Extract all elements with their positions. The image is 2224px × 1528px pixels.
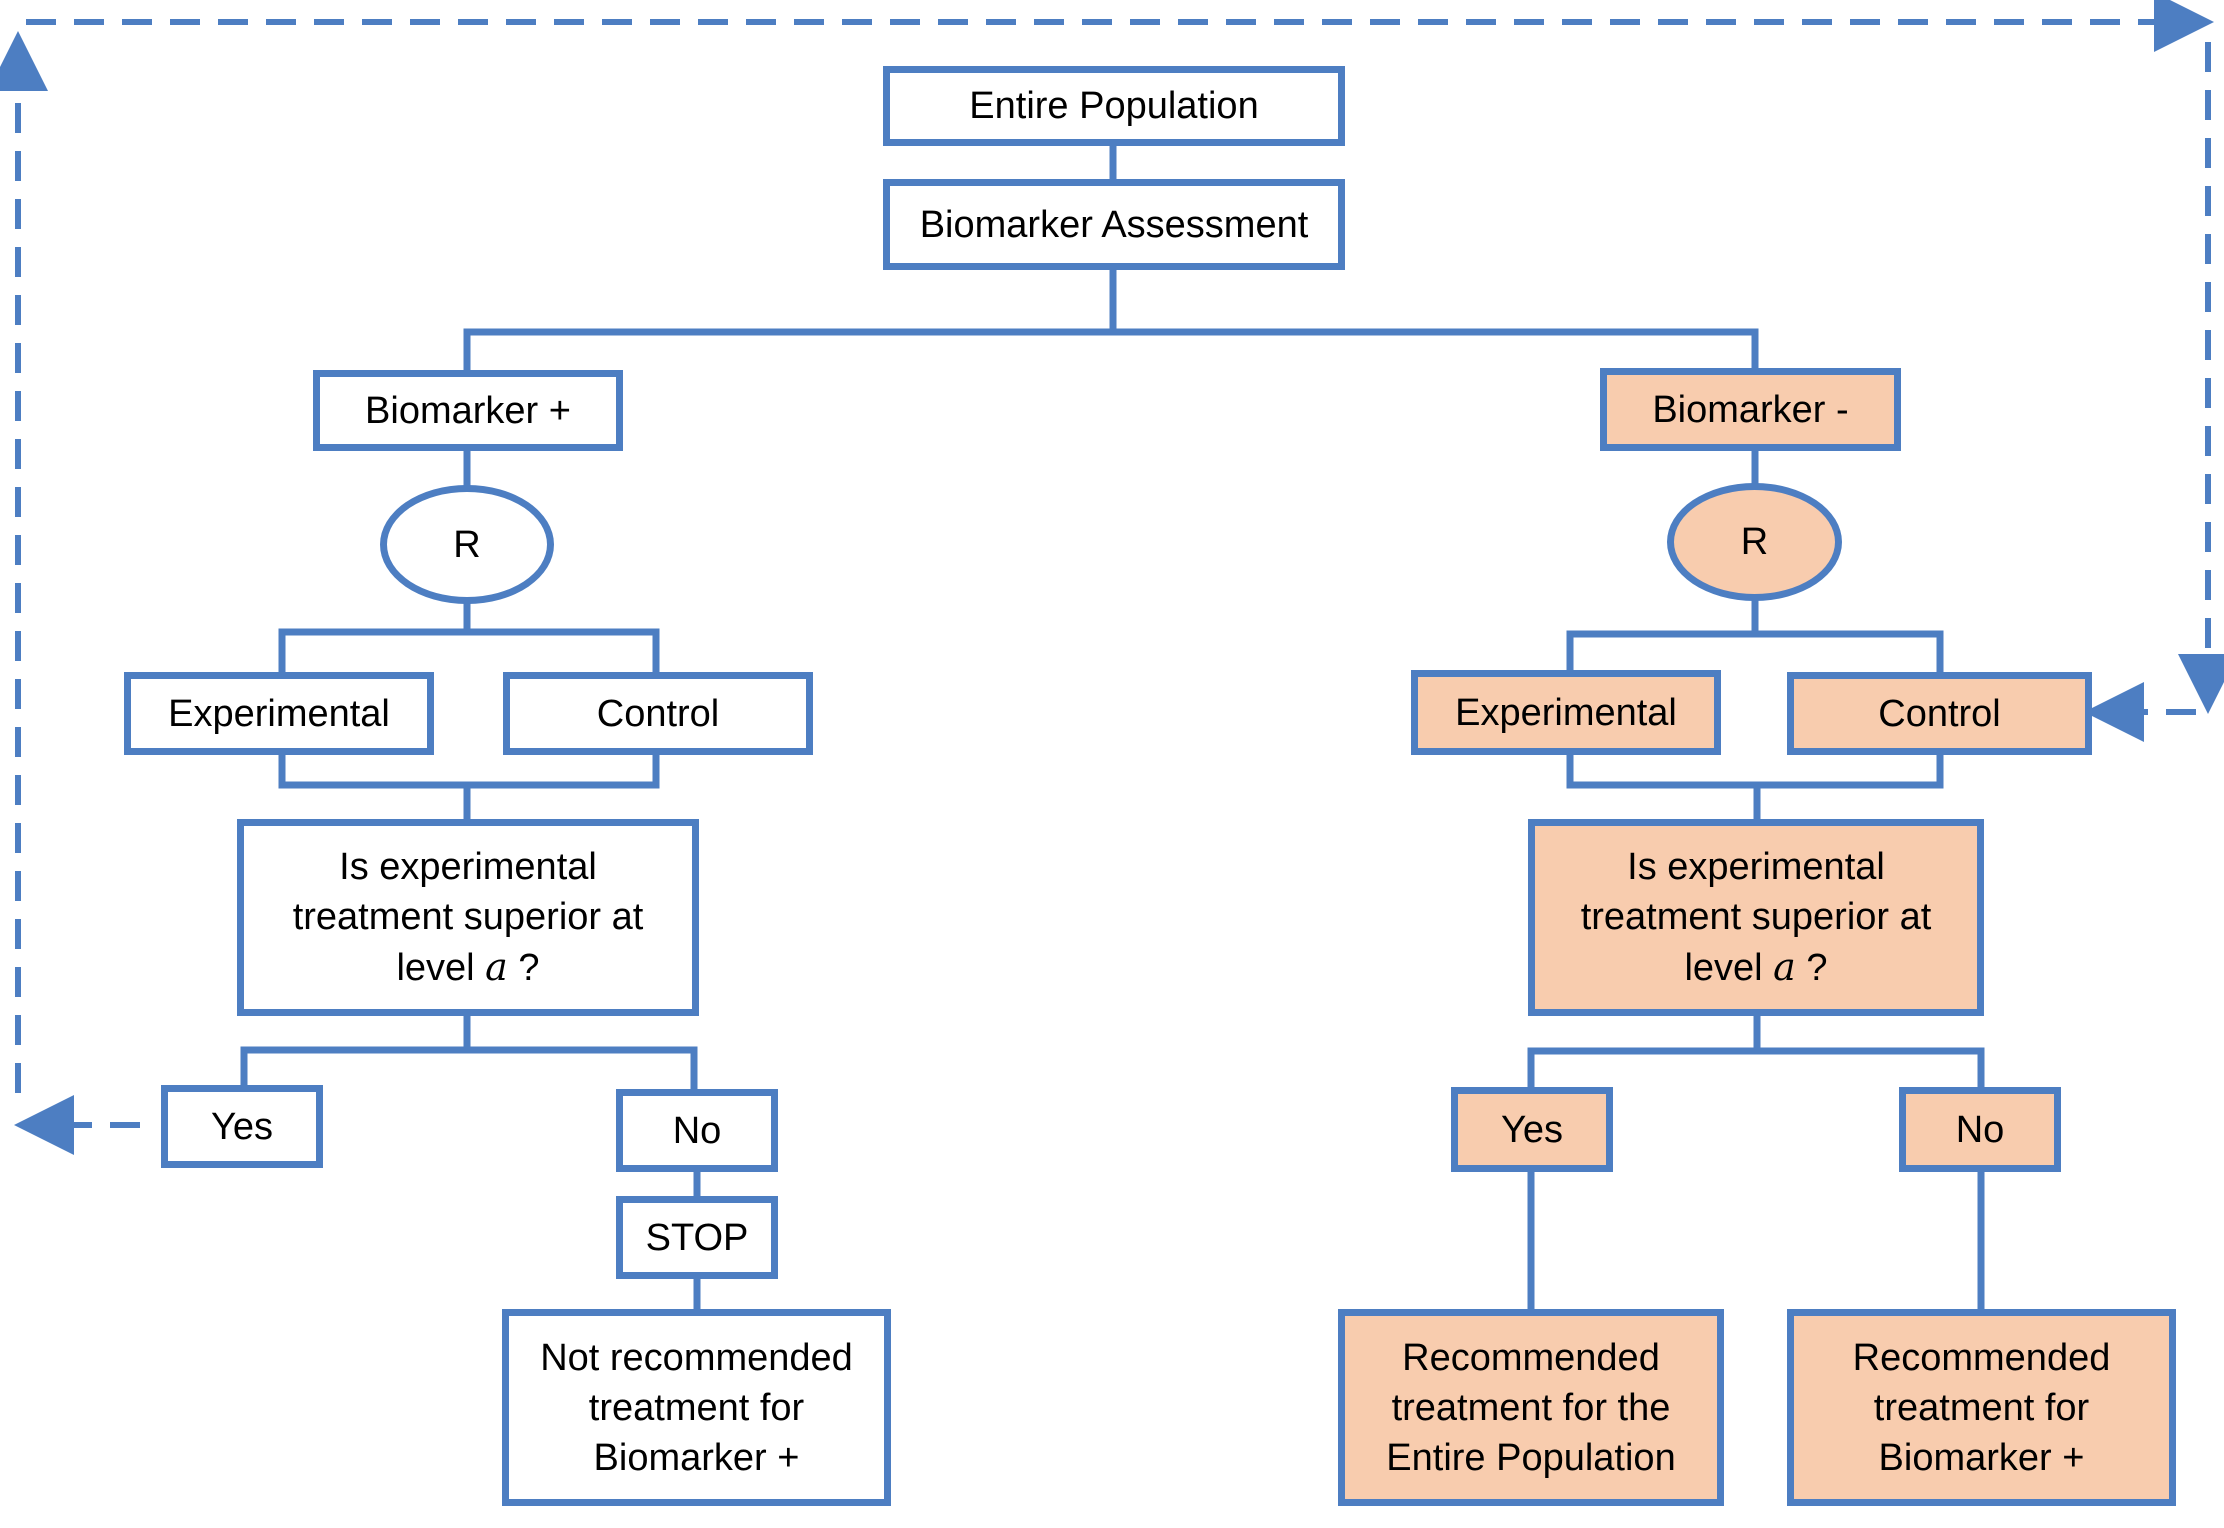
question-suffix: ? bbox=[1795, 947, 1828, 989]
node-label: R bbox=[1740, 521, 1769, 563]
question-line-2: treatment superior at bbox=[1580, 896, 1932, 938]
node-label: Biomarker + bbox=[365, 389, 571, 432]
connector-right-arms-split bbox=[1566, 630, 1944, 680]
node-label: Biomarker - bbox=[1652, 388, 1849, 431]
node-label: Entire Population bbox=[969, 85, 1259, 127]
node-biomarker-positive: Biomarker + bbox=[313, 370, 623, 451]
question-line-2: treatment superior at bbox=[292, 896, 644, 938]
node-biomarker-negative: Biomarker - bbox=[1600, 368, 1901, 451]
node-left-control: Control bbox=[503, 672, 813, 755]
connector-left-arms-split bbox=[278, 628, 660, 680]
node-label: Experimental bbox=[168, 692, 390, 735]
node-label: Recommended treatment for the Entire Pop… bbox=[1386, 1336, 1676, 1479]
node-right-control: Control bbox=[1787, 672, 2092, 755]
node-label: Control bbox=[1878, 692, 2001, 735]
node-label: Is experimental treatment superior at leve… bbox=[293, 842, 644, 993]
node-label: Experimental bbox=[1455, 691, 1677, 734]
node-label: Yes bbox=[1501, 1108, 1563, 1151]
question-line-3: level bbox=[1684, 947, 1774, 989]
node-label: Recommended treatment for Biomarker + bbox=[1852, 1336, 2111, 1479]
node-label: Biomarker Assessment bbox=[919, 203, 1309, 246]
question-line-1: Is experimental bbox=[1627, 846, 1885, 888]
connector-right-arms-join bbox=[1566, 748, 1944, 789]
node-label: No bbox=[672, 1109, 722, 1152]
connector-right-yes-no bbox=[1527, 1047, 1985, 1095]
node-left-yes: Yes bbox=[161, 1085, 323, 1168]
node-label: No bbox=[1955, 1108, 2005, 1151]
node-label: STOP bbox=[645, 1216, 749, 1259]
node-label: Is experimental treatment superior at leve… bbox=[1581, 842, 1932, 993]
connector-left-yes-no bbox=[240, 1046, 698, 1097]
node-label: Control bbox=[596, 692, 720, 735]
question-suffix: ? bbox=[507, 947, 540, 989]
node-right-no: No bbox=[1899, 1087, 2061, 1172]
connector-left-arms-join bbox=[278, 748, 660, 789]
node-left-question: Is experimental treatment superior at leve… bbox=[237, 819, 699, 1016]
node-right-outcome-yes: Recommended treatment for the Entire Pop… bbox=[1338, 1309, 1724, 1506]
node-right-question: Is experimental treatment superior at leve… bbox=[1528, 819, 1984, 1016]
node-left-stop: STOP bbox=[616, 1196, 778, 1279]
node-label: Not recommended treatment for Biomarker … bbox=[540, 1336, 853, 1479]
node-right-outcome-no: Recommended treatment for Biomarker + bbox=[1787, 1309, 2176, 1506]
question-line-3: level bbox=[396, 947, 486, 989]
question-line-1: Is experimental bbox=[339, 846, 597, 888]
alpha-symbol: a bbox=[1773, 945, 1796, 989]
node-label: Yes bbox=[211, 1105, 273, 1148]
node-biomarker-assessment: Biomarker Assessment bbox=[883, 179, 1345, 270]
node-right-yes: Yes bbox=[1451, 1087, 1613, 1172]
node-entire-population: Entire Population bbox=[883, 66, 1345, 146]
node-left-outcome: Not recommended treatment for Biomarker … bbox=[502, 1309, 891, 1506]
alpha-symbol: a bbox=[485, 945, 508, 989]
connector-biomarker-split bbox=[463, 328, 1759, 378]
node-left-no: No bbox=[616, 1089, 778, 1172]
node-label: R bbox=[453, 523, 481, 566]
node-right-experimental: Experimental bbox=[1411, 670, 1721, 755]
node-right-randomize: R bbox=[1667, 483, 1842, 601]
node-left-randomize: R bbox=[380, 485, 554, 604]
node-left-experimental: Experimental bbox=[124, 672, 434, 755]
